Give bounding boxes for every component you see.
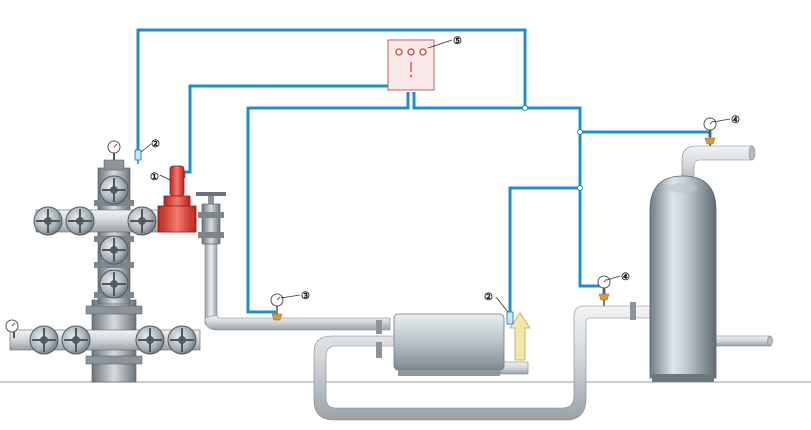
callout-3: ③	[301, 291, 310, 302]
choke-valve	[196, 192, 226, 245]
callout-2-heater: ②	[484, 292, 493, 303]
pressure-gauge-icon	[703, 117, 717, 146]
callout-4-inlet: ④	[621, 272, 630, 283]
signal-line-valve	[182, 84, 390, 178]
valve-handwheel-icon	[33, 206, 63, 236]
flange	[630, 302, 636, 320]
control-panel	[387, 39, 453, 91]
callout-leader	[427, 39, 453, 49]
process-pipes	[204, 145, 773, 421]
valve-handwheel-icon	[99, 235, 129, 265]
pressure-gauge-icon	[597, 275, 611, 306]
valve-handwheel-icon	[127, 206, 157, 236]
callout-labels: ① ② ③ ④ ④ ② ⑤	[150, 36, 740, 303]
valve-handwheel-icon	[99, 175, 129, 205]
signal-line-sensor-left	[136, 28, 527, 150]
callout-leaders	[140, 118, 731, 313]
signal-line-gauge-4-top	[580, 130, 712, 137]
callout-2-wellhead: ②	[151, 139, 160, 150]
junction-dot	[522, 105, 528, 111]
valve-handwheel-icon	[167, 325, 197, 355]
callout-1: ①	[150, 172, 159, 183]
pressure-sensor-icon	[506, 311, 514, 325]
wellhead-pressure-gauge-icon	[107, 140, 121, 160]
signal-line-header	[412, 92, 604, 288]
signal-line-gauge-3	[246, 92, 410, 314]
pressure-sensor-icon	[134, 149, 142, 164]
pressure-gauge-icon	[270, 293, 284, 321]
handwheels	[29, 175, 197, 355]
valve-handwheel-icon	[99, 269, 129, 299]
valve-handwheel-icon	[61, 325, 91, 355]
panel-indicator-light	[419, 48, 427, 56]
signal-line-sensor-heater	[508, 186, 580, 312]
panel-alarm-mark	[410, 75, 412, 77]
casing-pressure-gauge-icon	[5, 319, 19, 338]
callout-5: ⑤	[453, 36, 462, 47]
valve-handwheel-icon	[135, 325, 165, 355]
valve-handwheel-icon	[65, 206, 95, 236]
junction-dot	[577, 185, 583, 191]
panel-indicator-light	[407, 48, 415, 56]
separator-vessel	[649, 175, 717, 382]
heat-exchanger	[393, 312, 531, 376]
flange	[376, 342, 382, 358]
safety-shutoff-valve	[157, 165, 197, 233]
junction-dot	[577, 129, 583, 135]
exhaust-arrow-icon	[509, 312, 531, 361]
valve-handwheel-icon	[29, 325, 59, 355]
callout-4-separator: ④	[731, 115, 740, 126]
flange	[376, 320, 382, 334]
panel-indicator-light	[395, 48, 403, 56]
